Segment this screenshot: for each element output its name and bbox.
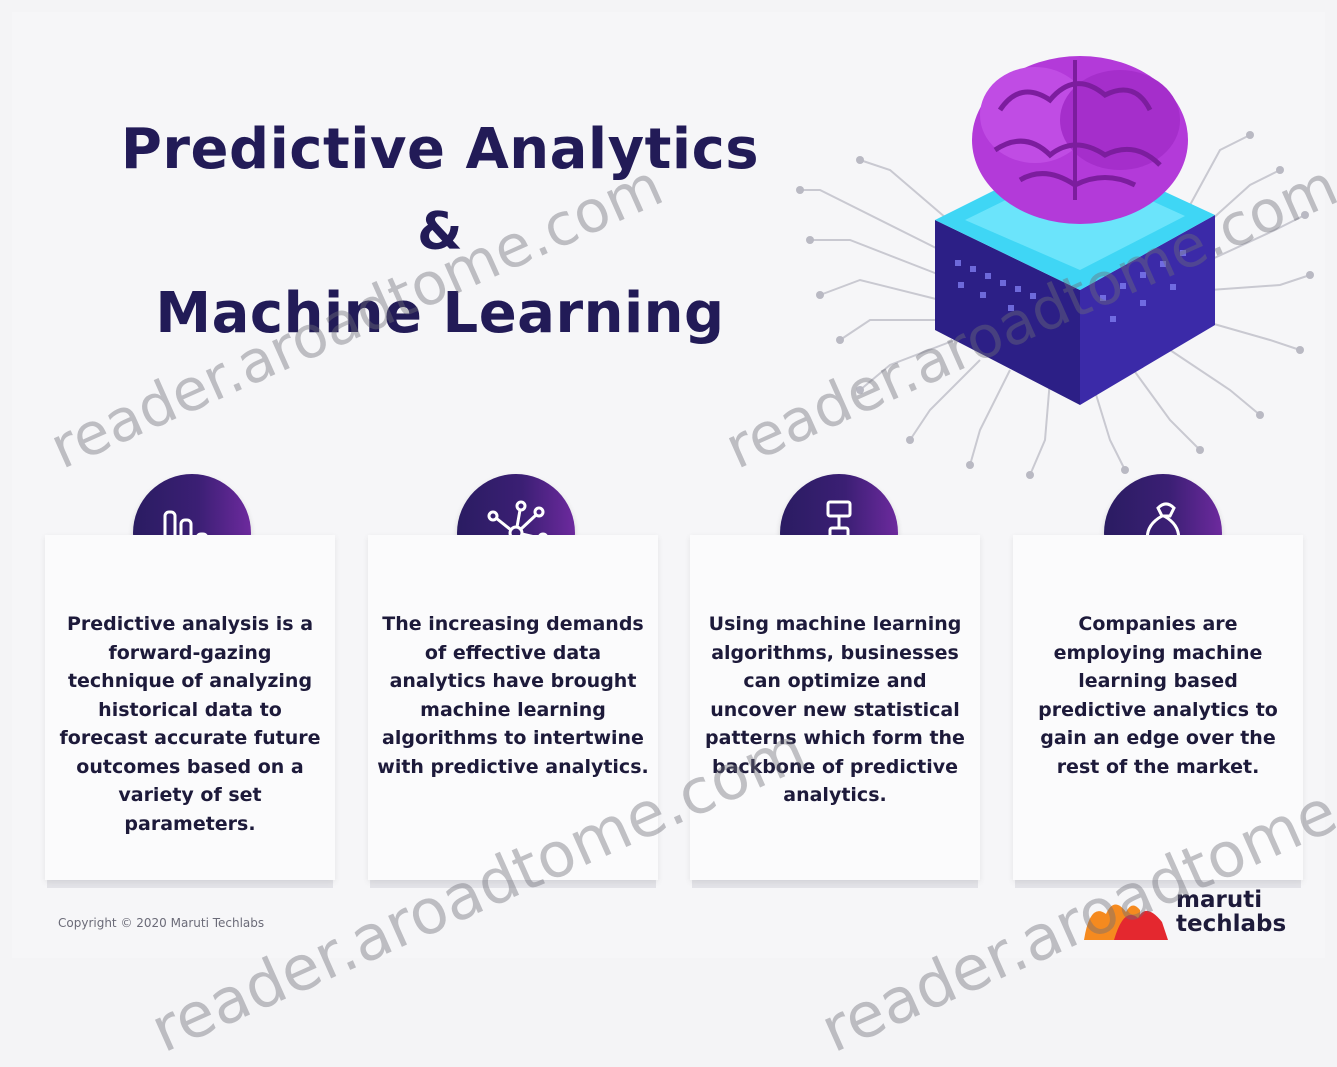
circuit-lines bbox=[800, 134, 1311, 476]
card-text: Companies are employing machine learning… bbox=[1038, 613, 1278, 778]
info-card-4: Companies are employing machine learning… bbox=[1013, 535, 1303, 880]
title-ampersand: & bbox=[417, 202, 463, 262]
brand-line-2: techlabs bbox=[1176, 911, 1287, 937]
brand-line-1: maruti bbox=[1176, 887, 1263, 913]
brain-chip-illustration bbox=[796, 56, 1314, 479]
info-card-1: Predictive analysis is a forward-gazing … bbox=[45, 535, 335, 880]
chip-right-face bbox=[1080, 215, 1215, 405]
circuit-dots bbox=[796, 131, 1314, 479]
card-text: The increasing demands of effective data… bbox=[377, 613, 649, 778]
card-text: Predictive analysis is a forward-gazing … bbox=[59, 613, 321, 835]
title-line-1: Predictive Analytics bbox=[120, 117, 760, 182]
brand-name: maruti techlabs bbox=[1176, 888, 1286, 936]
info-card-2: The increasing demands of effective data… bbox=[368, 535, 658, 880]
copyright-text: Copyright © 2020 Maruti Techlabs bbox=[58, 916, 265, 930]
info-card-3: Using machine learning algorithms, busin… bbox=[690, 535, 980, 880]
maruti-techlabs-logo: maruti techlabs bbox=[1080, 888, 1310, 948]
card-text: Using machine learning algorithms, busin… bbox=[705, 613, 965, 806]
page-title: Predictive Analytics & Machine Learning bbox=[60, 110, 820, 354]
brain-shape bbox=[972, 56, 1188, 224]
title-line-2: Machine Learning bbox=[155, 281, 725, 346]
brand-flame-icon bbox=[1084, 904, 1168, 940]
